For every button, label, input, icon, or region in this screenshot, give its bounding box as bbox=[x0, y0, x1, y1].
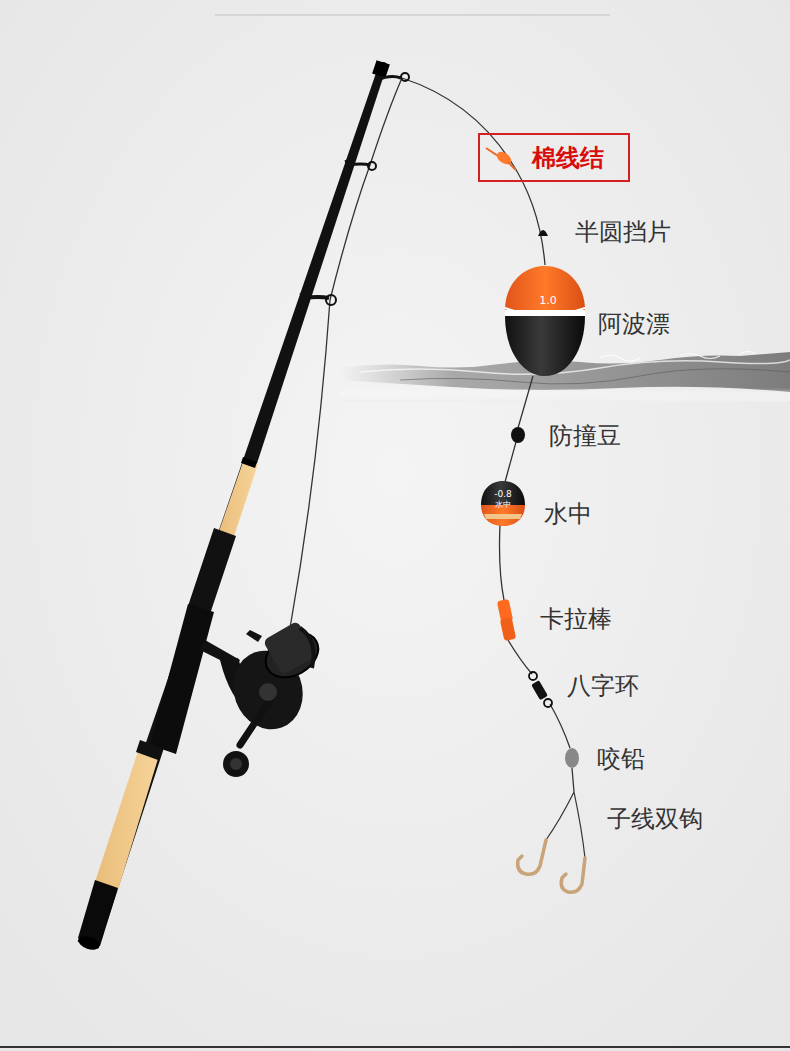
float-marking: -0.8 bbox=[494, 490, 512, 499]
part-label: 水中 bbox=[544, 502, 592, 526]
connector-sleeve bbox=[497, 599, 516, 641]
swivel bbox=[529, 672, 552, 707]
spinning-reel bbox=[200, 621, 326, 777]
part-label: 子线双钩 bbox=[607, 807, 703, 831]
float-marking: 水中 bbox=[495, 501, 511, 509]
part-label: 卡拉棒 bbox=[540, 607, 612, 631]
part-label: 阿波漂 bbox=[598, 312, 670, 336]
part-label: 咬铅 bbox=[597, 747, 645, 771]
cotton-knot-icon bbox=[486, 148, 516, 170]
main-line bbox=[402, 78, 545, 265]
callout-box: 棉线结 bbox=[478, 133, 630, 182]
part-label: 八字环 bbox=[567, 674, 639, 698]
part-label: 半圆挡片 bbox=[575, 220, 671, 244]
float-marking: 1.0 bbox=[539, 295, 557, 306]
fishing-rod bbox=[77, 60, 409, 952]
callout-text: 棉线结 bbox=[532, 142, 604, 174]
fishing-line-on-rod bbox=[290, 78, 402, 628]
split-shot bbox=[565, 748, 579, 768]
ball-float bbox=[505, 266, 585, 376]
double-hooks bbox=[518, 840, 585, 892]
bead bbox=[511, 427, 525, 443]
top-rule bbox=[215, 14, 610, 16]
leader-lines bbox=[546, 792, 585, 858]
part-label: 防撞豆 bbox=[549, 424, 621, 448]
bottom-rule bbox=[0, 1046, 790, 1048]
submerged-float bbox=[481, 481, 525, 526]
stopper-disc bbox=[538, 230, 548, 236]
